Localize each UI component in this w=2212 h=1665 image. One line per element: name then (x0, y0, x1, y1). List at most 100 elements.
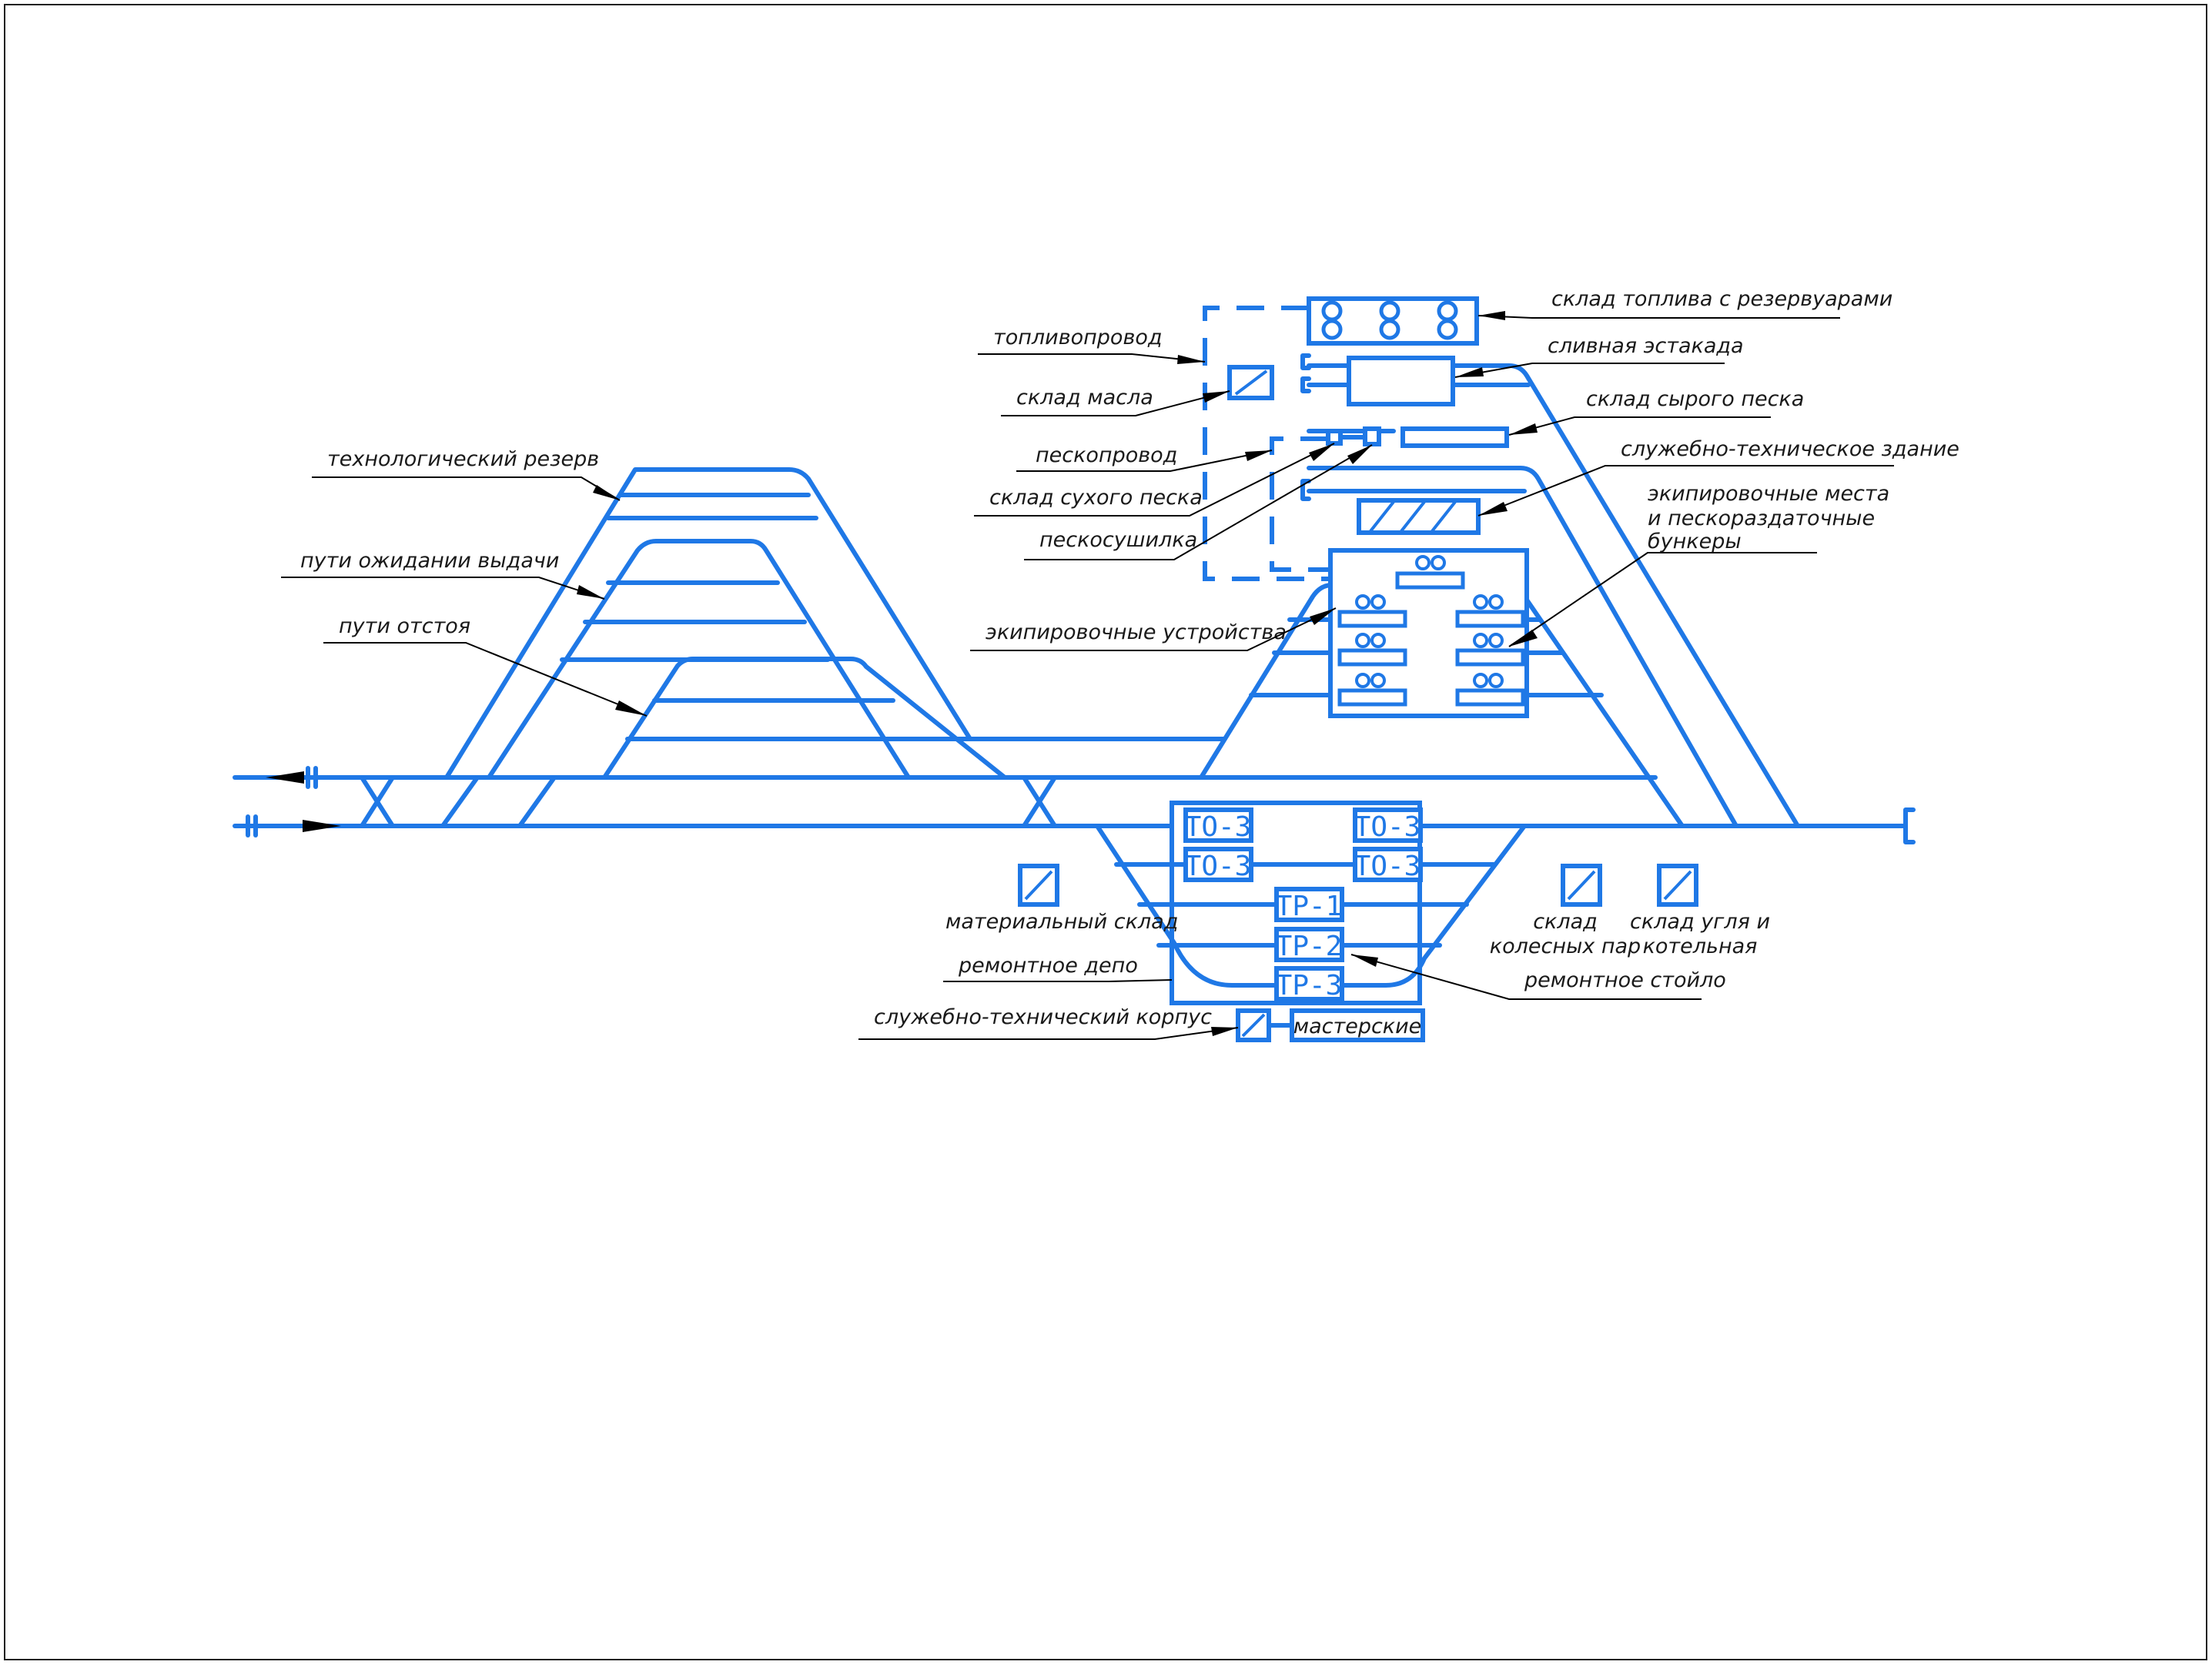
buffer-stop (1903, 807, 1916, 844)
waiting-outer (487, 539, 911, 780)
bay-to3-a (1183, 807, 1253, 843)
arrow-icon (1509, 423, 1538, 435)
arrow-out-icon (266, 771, 304, 784)
label-coal-store-2: котельная (1643, 934, 1758, 958)
label-servicing-places-1: экипировочные места (1648, 482, 1889, 506)
label-wheelset-store-2: колесных пар (1490, 934, 1641, 958)
arrow-icon (1310, 608, 1336, 625)
arrow-icon (1509, 630, 1538, 647)
label-servicing-devices: экипировочные устройства (986, 620, 1287, 644)
storage-outer (602, 657, 1007, 780)
buffer-stop (1300, 353, 1311, 370)
label-service-corpus: служебно-технический корпус (874, 1005, 1212, 1029)
hatch (1567, 870, 1596, 901)
arrow-icon (593, 485, 620, 500)
arrow-icon (1211, 1027, 1238, 1036)
hatch (1369, 500, 1395, 533)
label-dry-sand-store: склад сухого песка (989, 486, 1203, 510)
fuel-tank-icon (1321, 300, 1458, 340)
arrow-in-icon (303, 820, 341, 832)
leader (943, 979, 1173, 982)
connector (517, 775, 557, 828)
arrow-icon (615, 700, 647, 716)
label-servicing-places-3: бункеры (1648, 530, 1742, 553)
bay-tr3 (1274, 966, 1344, 1001)
label-tech-reserve: технологический резерв (327, 447, 599, 471)
buffer-stop (1300, 376, 1311, 393)
label-drain-trestle: сливная эстакада (1548, 334, 1744, 358)
label-service-building: служебно-техническое здание (1621, 437, 1959, 461)
small-stores (1018, 864, 1698, 907)
bay-label: ТР-1 (1276, 891, 1343, 922)
arrow-icon (1455, 367, 1484, 377)
workshops-label: мастерские (1293, 1015, 1422, 1038)
bay-label: ТО-3 (1185, 811, 1252, 843)
left-yard (440, 467, 1226, 828)
hatch (1400, 500, 1426, 533)
leader (1016, 450, 1273, 472)
hatch (1663, 870, 1692, 901)
servicing-area (1199, 296, 1800, 828)
label-material-store: материальный склад (945, 910, 1178, 934)
label-waiting-tracks: пути ожидании выдачи (300, 549, 559, 573)
bay-to3-b (1353, 807, 1423, 843)
leader (1508, 416, 1771, 436)
bay-label: ТО-3 (1354, 811, 1421, 843)
bay-to3-d (1353, 847, 1423, 882)
label-sand-dryer: пескосушилка (1039, 528, 1197, 552)
hatch (1024, 870, 1053, 901)
leader (858, 1027, 1239, 1040)
crossover (360, 775, 395, 828)
bay-tr1 (1274, 887, 1344, 922)
arrow-icon (577, 585, 604, 599)
bay-label: ТР-2 (1276, 931, 1343, 962)
repair-depot-area: ТО-3 ТО-3 ТО-3 ТО-3 ТР-1 ТР-2 ТР-3 масте… (1095, 801, 1527, 1042)
crossover (1022, 775, 1057, 828)
arrow-icon (1478, 502, 1508, 516)
bay-tr2 (1274, 927, 1344, 962)
bay-label: ТО-3 (1354, 851, 1421, 882)
reserve-outer (444, 467, 972, 780)
label-repair-depot: ремонтное депо (958, 954, 1138, 978)
buffer-stop (1300, 479, 1311, 501)
depot-fan (1095, 824, 1527, 988)
bay-label: ТР-3 (1276, 970, 1343, 1001)
hatch (1241, 1013, 1266, 1038)
label-repair-stall: ремонтное стойло (1524, 968, 1726, 992)
service-building-icon (1357, 498, 1481, 535)
leader (1477, 465, 1894, 517)
label-oil-store: склад масла (1016, 386, 1153, 410)
label-servicing-places-2: и пескораздаточные (1648, 507, 1875, 530)
fuel-pipeline (1203, 306, 1328, 581)
leader (974, 443, 1335, 517)
label-sand-pipeline: пескопровод (1036, 443, 1177, 467)
sheet-border (4, 4, 2207, 1660)
label-raw-sand-store: склад сырого песка (1586, 387, 1804, 411)
leader (978, 353, 1206, 363)
leader (1001, 390, 1230, 416)
leader (1024, 444, 1373, 560)
drain-trestle (1347, 356, 1455, 406)
arrow-icon (1177, 355, 1205, 364)
drain-line (1307, 363, 1800, 828)
leader (312, 476, 621, 501)
label-wheelset-store-1: склад (1533, 910, 1598, 934)
label-storage-tracks: пути отстоя (339, 614, 470, 638)
sand-line (1307, 466, 1738, 828)
leader (323, 642, 648, 717)
arrow-icon (1245, 450, 1272, 461)
label-fuel-pipeline: топливопровод (993, 326, 1163, 349)
leader (1350, 954, 1702, 1000)
bay-to3-c (1183, 847, 1253, 882)
leader (970, 607, 1337, 651)
arrow-icon (1309, 443, 1334, 461)
raw-sand-store (1400, 426, 1509, 448)
arrow-icon (1478, 311, 1505, 320)
hatch (1431, 500, 1457, 533)
connector (440, 775, 480, 828)
label-fuel-store: склад топлива с резервуарами (1551, 287, 1892, 311)
annotations: технологический резерв пути ожидании выд… (281, 287, 1959, 1040)
leader (1508, 552, 1817, 647)
